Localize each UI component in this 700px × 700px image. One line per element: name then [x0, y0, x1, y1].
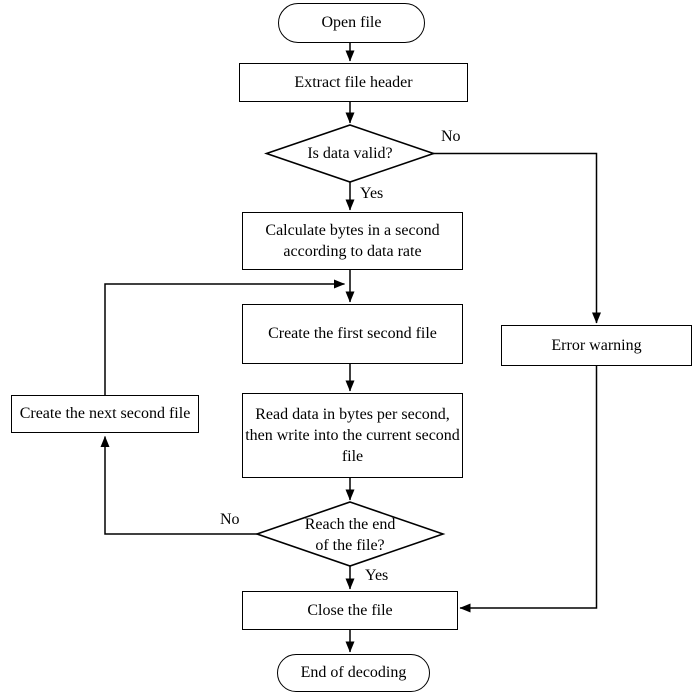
reach-end-text: Reach the end of the file?: [304, 515, 396, 554]
node-error-warning-label: Error warning: [551, 336, 642, 354]
branch-label-reach-yes: Yes: [365, 567, 389, 584]
node-create-first-second-file: Create the first second file: [242, 304, 463, 364]
node-reach-end-label: Reach the end of the file?: [300, 513, 400, 557]
branch-label-valid-no: No: [441, 128, 461, 145]
decision-diamond-is-data-valid: [264, 124, 436, 183]
node-error-warning: Error warning: [501, 325, 692, 366]
node-create-next-second-file-label: Create the next second file: [19, 405, 191, 423]
edge-valid-no-to-error: [433, 152, 601, 324]
node-extract-file-header: Extract file header: [239, 63, 468, 102]
node-calculate-bytes-label: Calculate bytes in a second according to…: [265, 221, 440, 260]
branch-label-valid-yes: Yes: [360, 185, 384, 202]
node-close-file-label: Close the file: [307, 601, 393, 619]
node-create-first-second-file-label: Create the first second file: [268, 325, 437, 343]
node-create-next-second-file: Create the next second file: [11, 395, 199, 433]
edge-create-next-to-junction: [104, 279, 345, 395]
node-end-of-decoding-label: End of decoding: [300, 664, 407, 682]
node-read-data-label: Read data in bytes per second, then writ…: [245, 405, 460, 466]
node-is-data-valid-label: Is data valid?: [280, 141, 420, 167]
edge-reach-no-to-create-next: [100, 436, 257, 535]
node-read-data: Read data in bytes per second, then writ…: [242, 393, 463, 478]
node-open-file-label: Open file: [321, 14, 382, 32]
node-close-file: Close the file: [242, 591, 458, 630]
is-data-valid-text: Is data valid?: [307, 145, 393, 163]
node-open-file: Open file: [278, 3, 425, 43]
branch-label-reach-no: No: [220, 511, 240, 528]
edge-error-to-close: [459, 366, 598, 613]
node-end-of-decoding: End of decoding: [277, 654, 430, 692]
node-calculate-bytes: Calculate bytes in a second according to…: [242, 212, 463, 270]
node-extract-file-header-label: Extract file header: [294, 73, 413, 91]
decision-diamond-reach-end: [254, 501, 446, 567]
